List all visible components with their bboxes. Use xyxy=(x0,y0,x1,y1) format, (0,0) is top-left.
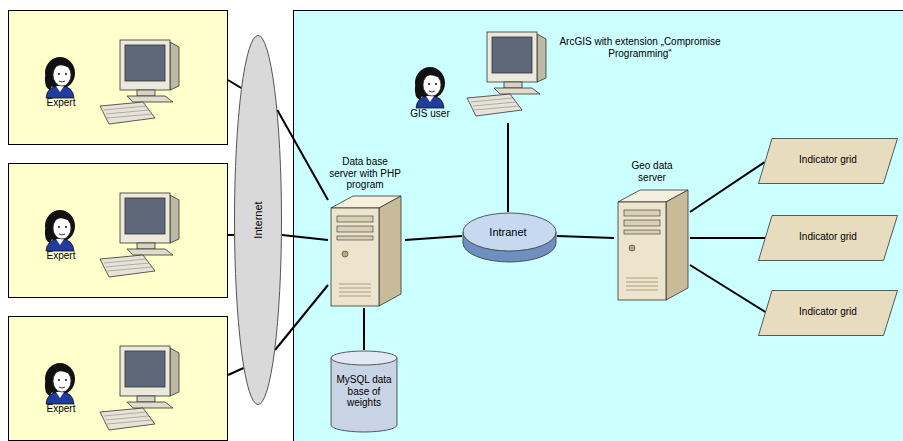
internet-ellipse: Internet xyxy=(234,35,282,405)
network-link xyxy=(228,234,234,236)
intranet-cylinder: Intranet xyxy=(462,212,557,264)
server-icon xyxy=(618,190,688,300)
network-link xyxy=(277,110,328,200)
indicator-grid: Indicator grid xyxy=(758,290,898,336)
network-link xyxy=(228,368,244,375)
node-label: Expert xyxy=(36,97,86,109)
node-label: Geo data server xyxy=(627,160,677,183)
network-link xyxy=(690,237,765,239)
network-link xyxy=(557,236,614,238)
node-label: Indicator grid xyxy=(772,154,884,166)
network-link xyxy=(282,235,328,240)
node-label: Expert xyxy=(36,403,86,415)
node-label: Internet xyxy=(252,201,265,238)
network-link xyxy=(507,123,509,212)
server-icon xyxy=(331,196,401,306)
computer-icon xyxy=(467,32,546,116)
computer-icon xyxy=(100,193,179,277)
node-label: Expert xyxy=(36,250,86,262)
node-label: Indicator grid xyxy=(772,231,884,243)
intranet-region xyxy=(294,11,903,441)
expert-icon xyxy=(45,210,75,251)
node-label: MySQL data base of weights xyxy=(334,374,394,409)
expert-panel xyxy=(8,316,228,440)
database-cylinder: MySQL data base of weights xyxy=(330,350,398,434)
computer-icon xyxy=(100,40,179,124)
expert-panel: Expert xyxy=(8,316,228,441)
indicator-grid: Indicator grid xyxy=(758,215,898,261)
gis-user-icon xyxy=(415,67,445,108)
expert-icon xyxy=(45,363,75,404)
network-link xyxy=(275,285,328,350)
network-link xyxy=(405,236,462,240)
geo-data-server: Geo data server xyxy=(614,160,690,302)
expert-panel: Expert xyxy=(8,10,228,145)
expert-panel xyxy=(8,10,228,145)
node-label: Intranet xyxy=(462,226,554,239)
expert-icon xyxy=(45,57,75,98)
node-label: Indicator grid xyxy=(772,306,884,318)
network-link xyxy=(228,80,241,88)
gis-workstation: ArcGIS with extension „Compromise Progra… xyxy=(405,30,728,123)
node-label: ArcGIS with extension „Compromise Progra… xyxy=(555,36,725,59)
network-link xyxy=(690,162,765,212)
expert-panel: Expert xyxy=(8,163,228,298)
computer-icon xyxy=(100,346,179,430)
node-label: GIS user xyxy=(405,108,455,120)
indicator-grid: Indicator grid xyxy=(758,138,898,184)
network-link xyxy=(690,265,765,312)
expert-panel xyxy=(8,163,228,298)
database-server: Data base server with PHP program xyxy=(328,156,405,308)
node-label: Data base server with PHP program xyxy=(328,156,402,191)
network-link xyxy=(363,308,365,350)
